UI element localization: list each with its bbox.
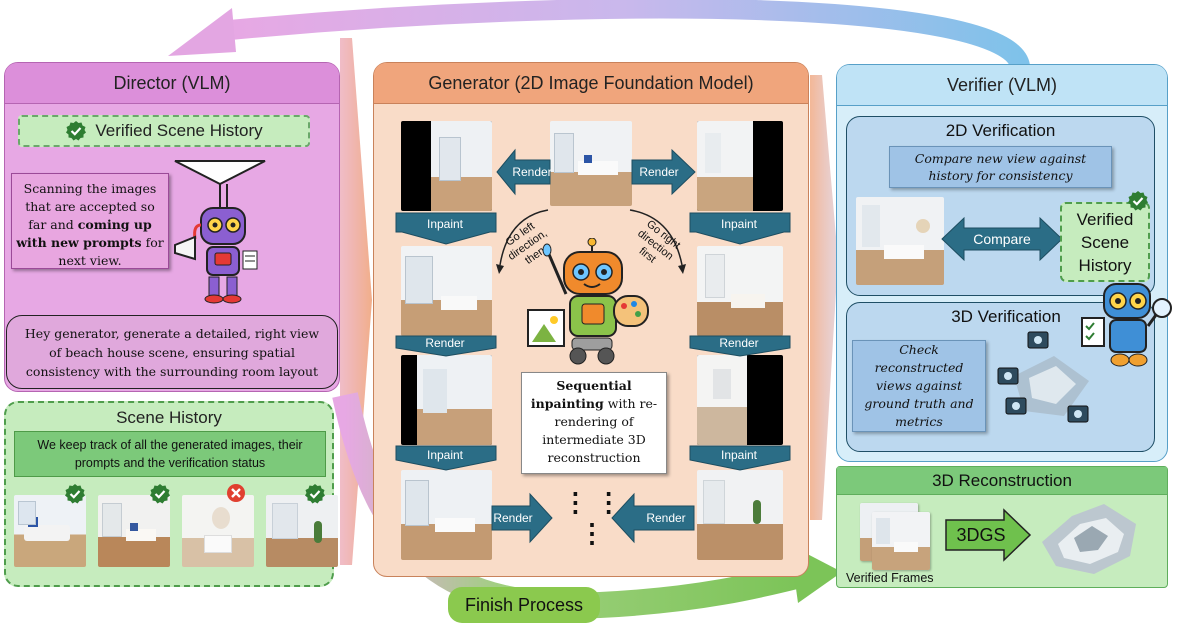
history-image-2 <box>98 495 170 567</box>
gen-right-inpaint-2 <box>697 470 783 560</box>
render-left-label: Render <box>512 165 552 179</box>
verifier-robot-icon <box>1081 283 1172 367</box>
verified-frames-label: Verified Frames <box>846 571 934 585</box>
thought-part2: for next view. <box>58 235 164 268</box>
gen-left-render-2 <box>401 355 492 445</box>
loop-arrow <box>229 0 1030 70</box>
gen-right-render-2 <box>697 355 783 445</box>
gen-left-inpaint-2 <box>401 470 492 560</box>
history-image-3 <box>182 495 254 567</box>
director-prompt: Hey generator, generate a detailed, righ… <box>6 315 338 389</box>
director-header: Director (VLM) <box>5 63 339 104</box>
v2d-verified-check-icon <box>1128 191 1148 211</box>
generator-to-verifier-arrow <box>810 75 838 520</box>
reconstruction-header: 3D Reconstruction <box>837 467 1167 495</box>
inpaint-down-arrow-2 <box>689 212 791 245</box>
verified-check-icon <box>66 121 87 141</box>
verified-history-box: Verified Scene History <box>18 115 310 147</box>
inpaint-down-arrow-1 <box>395 212 497 245</box>
history-status-verified-1 <box>65 484 85 504</box>
gen-center-image <box>550 121 632 206</box>
inpaint-label-3: Inpaint <box>426 448 464 462</box>
thought-bubble-tail <box>174 160 266 211</box>
inpaint-label-1: Inpaint <box>426 217 464 231</box>
verifier-header: Verifier (VLM) <box>837 65 1167 106</box>
3dgs-label: 3DGS <box>956 524 1006 545</box>
director-thought: Scanning the images that are accepted so… <box>11 173 169 269</box>
gaussian-splat-icon <box>1042 504 1136 574</box>
render-bottom-left-arrow <box>611 492 695 544</box>
director-title: Director (VLM) <box>113 72 231 93</box>
v2d-new-view-image <box>856 197 944 285</box>
render-down-arrow-1 <box>395 335 497 357</box>
thought-bold: coming up with new prompts <box>16 217 152 250</box>
render-down-arrow-2 <box>689 335 791 357</box>
inpaint-label-2: Inpaint <box>720 217 758 231</box>
sequence-ellipsis: ⋮ ⋮ ⋮ <box>562 487 622 548</box>
history-image-1 <box>14 495 86 567</box>
verified-history-label: Verified Scene History <box>95 121 263 140</box>
v3d-note: Check reconstructed views against ground… <box>852 340 986 432</box>
inpaint-label-4: Inpaint <box>720 448 758 462</box>
gen-right-render-1 <box>697 121 783 211</box>
gen-left-inpaint-1 <box>401 246 492 336</box>
render-right-label: Render <box>639 165 679 179</box>
loop-arrowhead <box>168 8 236 56</box>
scene-history-note: We keep track of all the generated image… <box>14 431 326 477</box>
inpaint-down-arrow-4 <box>689 445 791 471</box>
reconstruction-cameras-icon <box>997 331 1089 423</box>
scene-history-title: Scene History <box>116 408 222 427</box>
finish-process-pill: Finish Process <box>448 587 600 623</box>
history-status-verified-4 <box>305 484 325 504</box>
thought-part1: Scanning the images that are accepted so… <box>23 181 157 232</box>
finish-process-label: Finish Process <box>464 594 584 615</box>
render-bottom-label-1: Render <box>493 511 533 525</box>
v2d-note: Compare new view against history for con… <box>889 146 1112 188</box>
v2d-title: 2D Verification <box>945 121 1056 140</box>
director-robot-icon <box>174 207 258 304</box>
prompt-text: Hey generator, generate a detailed, righ… <box>24 325 320 379</box>
inpaint-down-arrow-3 <box>395 445 497 471</box>
sequential-rest: with re-rendering of intermediate 3D rec… <box>542 396 658 465</box>
scene-history-panel: Scene History We keep track of all the g… <box>4 401 338 587</box>
sequential-bold: Sequential inpainting <box>530 378 632 411</box>
director-panel: Director (VLM) Verified Scene History Sc… <box>4 62 340 392</box>
painter-robot-icon <box>527 238 649 365</box>
gen-left-render-1 <box>401 121 492 211</box>
3dgs-arrow <box>945 508 1032 562</box>
render-down-label-1: Render <box>425 336 465 350</box>
generator-title: Generator (2D Image Foundation Model) <box>428 72 754 93</box>
v3d-title: 3D Verification <box>951 307 1061 326</box>
generator-header: Generator (2D Image Foundation Model) <box>374 63 808 104</box>
v2d-verified-history: Verified Scene History <box>1060 202 1150 282</box>
history-status-verified-2 <box>150 484 170 504</box>
verified-frame-front <box>872 512 930 570</box>
history-image-4 <box>266 495 338 567</box>
gen-right-inpaint-1 <box>697 246 783 336</box>
verifier-title: Verifier (VLM) <box>946 74 1058 95</box>
render-down-label-2: Render <box>719 336 759 350</box>
render-right-arrow-shape <box>631 148 696 196</box>
compare-label: Compare <box>973 231 1031 247</box>
render-left-arrow-shape <box>496 148 551 196</box>
render-bottom-label-2: Render <box>646 511 686 525</box>
render-bottom-right-arrow <box>491 492 553 544</box>
sequential-note: Sequential inpainting with re-rendering … <box>521 372 667 474</box>
reconstruction-title: 3D Reconstruction <box>932 470 1072 490</box>
history-status-rejected-icon <box>227 484 245 502</box>
